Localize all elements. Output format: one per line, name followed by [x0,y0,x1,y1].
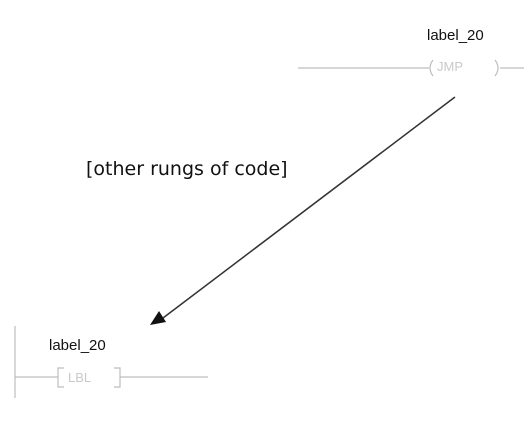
other-rungs-annotation: [other rungs of code] [86,158,288,180]
lbl-instruction-text: LBL [68,370,92,385]
jmp-tag-label: label_20 [427,27,484,44]
jmp-coil-right-bracket [494,59,499,77]
arrow-head [150,311,166,325]
jmp-coil-left-bracket [429,59,434,77]
jump-arrow [150,96,456,325]
lbl-rung [14,326,208,398]
lbl-box-right-bracket [114,367,121,388]
lbl-tag-label: label_20 [49,337,106,354]
lbl-box-left-bracket [57,367,64,388]
arrow-shaft [162,96,456,319]
jmp-instruction-text: JMP [437,59,463,74]
jmp-rung [298,59,524,77]
